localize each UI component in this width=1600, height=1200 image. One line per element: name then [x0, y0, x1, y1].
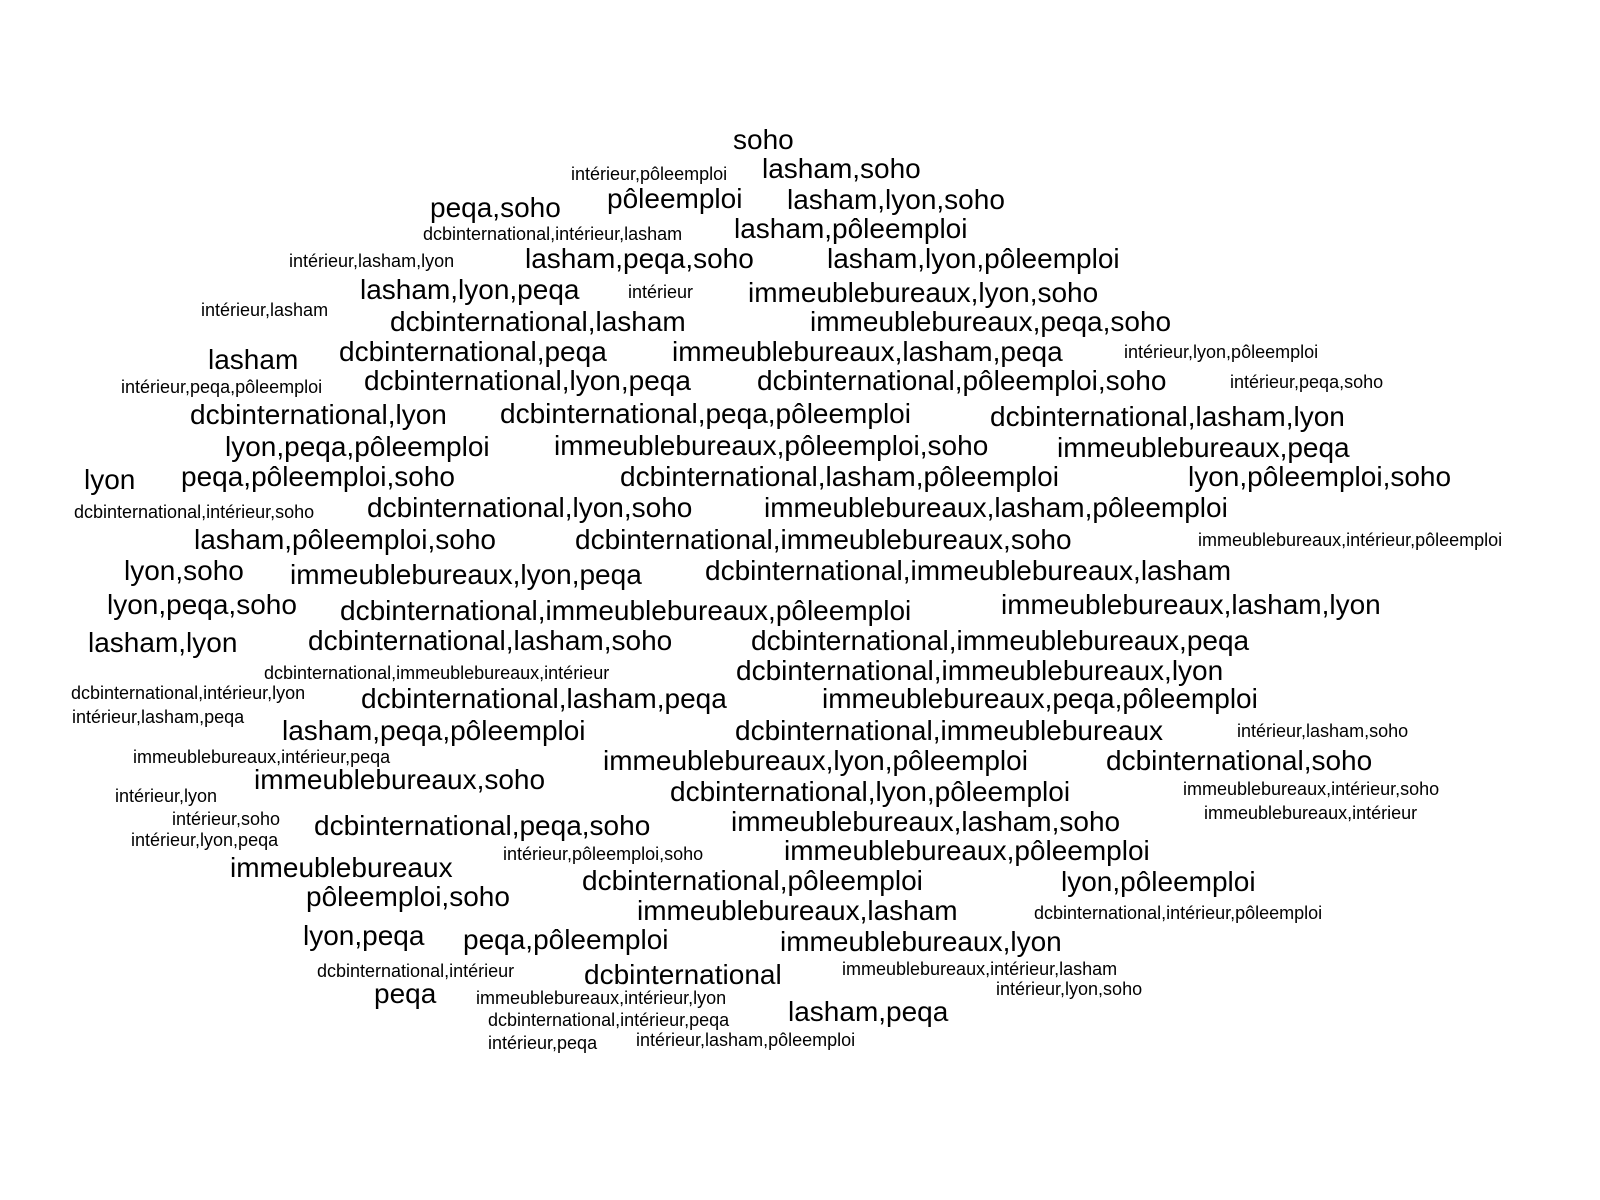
word-cloud-term: dcbinternational,intérieur,lyon [71, 683, 306, 703]
word-cloud-term: lasham [208, 344, 299, 375]
word-cloud-term: soho [733, 124, 794, 155]
word-cloud-term: lasham,peqa,soho [525, 243, 754, 274]
word-cloud-term: intérieur,pôleemploi,soho [503, 844, 704, 864]
word-cloud-term: dcbinternational,lasham,pôleemploi [620, 461, 1059, 492]
word-cloud-term: lasham,peqa,pôleemploi [282, 715, 586, 746]
word-cloud-term: dcbinternational,immeublebureaux,lasham [705, 555, 1232, 586]
word-cloud-term: lasham,lyon [88, 627, 238, 658]
word-cloud-term: lasham,pôleemploi [734, 213, 968, 244]
word-cloud-term: immeublebureaux,intérieur,peqa [133, 747, 391, 767]
word-cloud-term: immeublebureaux,lyon,pôleemploi [603, 745, 1028, 776]
word-cloud-term: dcbinternational,lasham,soho [308, 625, 673, 656]
word-cloud-term: intérieur,soho [172, 809, 281, 829]
word-cloud-term: immeublebureaux,pôleemploi,soho [554, 430, 989, 461]
word-cloud-term: dcbinternational,peqa,pôleemploi [500, 398, 911, 429]
word-cloud-term: peqa,pôleemploi,soho [181, 461, 455, 492]
word-cloud-term: lasham,pôleemploi,soho [194, 524, 496, 555]
word-cloud-term: lasham,lyon,pôleemploi [827, 243, 1120, 274]
word-cloud-term: dcbinternational,lyon,pôleemploi [670, 776, 1071, 807]
word-cloud-term: immeublebureaux,intérieur,lyon [476, 988, 727, 1008]
word-cloud-term: dcbinternational,intérieur,pôleemploi [1034, 903, 1323, 923]
word-cloud-term: dcbinternational,soho [1106, 745, 1373, 776]
word-cloud-term: dcbinternational,peqa,soho [314, 810, 651, 841]
word-cloud-term: immeublebureaux,lasham [637, 895, 958, 926]
word-cloud-term: dcbinternational [584, 959, 782, 990]
word-cloud-term: immeublebureaux,lasham,lyon [1001, 589, 1381, 620]
word-cloud-term: dcbinternational,immeublebureaux,intérie… [264, 663, 610, 683]
word-cloud-term: peqa,pôleemploi [463, 924, 669, 955]
word-cloud-term: immeublebureaux,intérieur [1204, 803, 1418, 823]
word-cloud-term: lyon,peqa,soho [107, 589, 297, 620]
word-cloud-term: intérieur,lyon [115, 786, 218, 806]
word-cloud-term: immeublebureaux,lyon,peqa [290, 559, 642, 590]
word-cloud-term: lasham,lyon,peqa [360, 274, 580, 305]
word-cloud-term: immeublebureaux,intérieur,lasham [842, 959, 1118, 979]
word-cloud-term: immeublebureaux,intérieur,pôleemploi [1198, 530, 1503, 550]
word-cloud-term: dcbinternational,immeublebureaux,soho [575, 524, 1072, 555]
word-cloud-term: dcbinternational,immeublebureaux,lyon [736, 655, 1224, 686]
word-cloud-term: intérieur,lyon,pôleemploi [1124, 342, 1319, 362]
word-cloud-term: dcbinternational,lasham [390, 306, 686, 337]
word-cloud-term: lyon,peqa [303, 920, 425, 951]
word-cloud-term: immeublebureaux,peqa,soho [810, 306, 1172, 337]
word-cloud-term: intérieur,peqa [488, 1033, 598, 1053]
word-cloud-term: intérieur,peqa,soho [1230, 372, 1384, 392]
word-cloud-term: pôleemploi,soho [306, 881, 510, 912]
word-cloud-term: dcbinternational,lyon,soho [367, 492, 693, 523]
word-cloud-term: immeublebureaux,peqa [1057, 432, 1350, 463]
word-cloud-term: intérieur,lyon,peqa [131, 830, 279, 850]
word-cloud-term: intérieur,lasham,pôleemploi [636, 1030, 856, 1050]
word-cloud-term: lyon [84, 464, 136, 495]
word-cloud-term: intérieur [628, 282, 694, 302]
word-cloud-term: dcbinternational,pôleemploi,soho [757, 365, 1167, 396]
word-cloud-term: immeublebureaux,lasham,soho [731, 806, 1121, 837]
word-cloud-term: lyon,pôleemploi [1061, 866, 1256, 897]
word-cloud-term: peqa [374, 978, 437, 1009]
word-cloud-term: peqa,soho [430, 192, 561, 223]
word-cloud-term: dcbinternational,intérieur,lasham [423, 224, 683, 244]
word-cloud-term: immeublebureaux,lasham,pôleemploi [764, 492, 1228, 523]
word-cloud-term: lyon,pôleemploi,soho [1188, 461, 1452, 492]
word-cloud-term: dcbinternational,lyon [190, 399, 447, 430]
word-cloud-term: lasham,soho [762, 153, 921, 184]
word-cloud-term: immeublebureaux,intérieur,soho [1183, 779, 1440, 799]
word-cloud-term: immeublebureaux [230, 852, 453, 883]
word-cloud-term: intérieur,peqa,pôleemploi [121, 377, 323, 397]
word-cloud-term: intérieur,lasham,lyon [289, 251, 455, 271]
word-cloud-term: dcbinternational,intérieur,soho [74, 502, 315, 522]
word-cloud-term: dcbinternational,pôleemploi [582, 865, 923, 896]
word-cloud-term: lasham,lyon,soho [787, 184, 1005, 215]
word-cloud-term: intérieur,lasham,peqa [72, 707, 245, 727]
word-cloud-term: intérieur,lasham [201, 300, 329, 320]
word-cloud-term: dcbinternational,immeublebureaux,pôleemp… [340, 595, 912, 626]
word-cloud-term: immeublebureaux,peqa,pôleemploi [822, 683, 1258, 714]
word-cloud-term: dcbinternational,immeublebureaux,peqa [751, 625, 1250, 656]
word-cloud-term: intérieur,pôleemploi [571, 164, 728, 184]
word-cloud-term: dcbinternational,lyon,peqa [364, 365, 691, 396]
word-cloud-term: dcbinternational,immeublebureaux [735, 715, 1164, 746]
word-cloud-term: lyon,soho [124, 555, 244, 586]
word-cloud-term: dcbinternational,intérieur,peqa [488, 1010, 730, 1030]
word-cloud-term: immeublebureaux,lyon [780, 926, 1062, 957]
word-cloud-term: intérieur,lasham,soho [1237, 721, 1409, 741]
word-cloud-term: immeublebureaux,lasham,peqa [672, 336, 1063, 367]
word-cloud-term: intérieur,lyon,soho [996, 979, 1143, 999]
word-cloud-term: lasham,peqa [788, 996, 949, 1027]
word-cloud-term: immeublebureaux,lyon,soho [748, 277, 1099, 308]
word-cloud-term: dcbinternational,lasham,peqa [361, 683, 727, 714]
word-cloud-term: dcbinternational,peqa [339, 336, 607, 367]
word-cloud-term: dcbinternational,lasham,lyon [990, 401, 1345, 432]
word-cloud-term: immeublebureaux,soho [254, 764, 546, 795]
word-cloud-term: lyon,peqa,pôleemploi [225, 431, 490, 462]
word-cloud-term: immeublebureaux,pôleemploi [784, 835, 1150, 866]
word-cloud-term: pôleemploi [607, 183, 743, 214]
word-cloud-term: dcbinternational,intérieur [317, 961, 515, 981]
